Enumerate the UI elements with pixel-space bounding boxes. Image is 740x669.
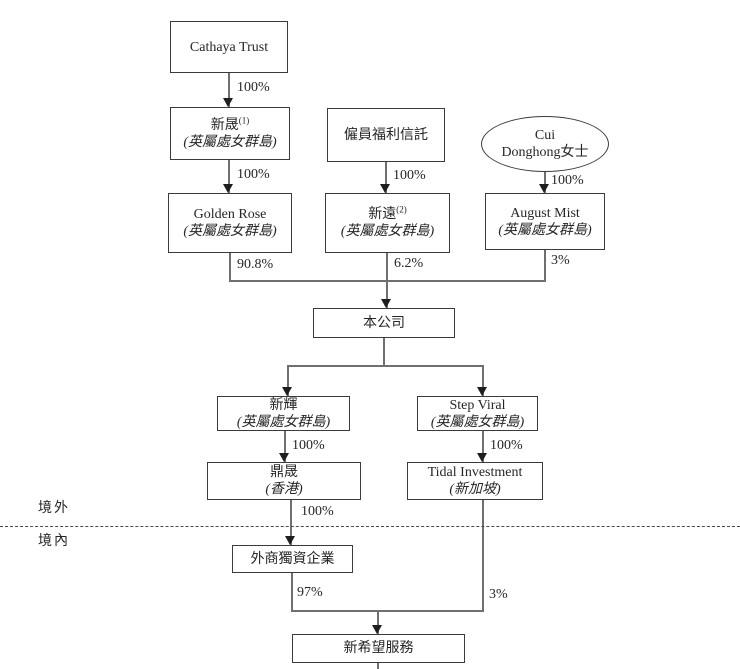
merge-line-bottom — [291, 610, 484, 612]
node-jurisdiction: (英屬處女群島) — [236, 414, 331, 430]
node-jurisdiction: (香港) — [265, 482, 303, 497]
node-label: Tidal Investment — [427, 465, 523, 480]
merge-line-top — [229, 280, 546, 282]
node-xinhui: 新輝 (英屬處女群島) — [217, 396, 350, 431]
connector-company-branch — [383, 338, 385, 366]
node-label: Cathaya Trust — [189, 39, 269, 55]
node-label: 新希望服務 — [343, 641, 414, 656]
ownership-label: 100% — [237, 80, 270, 95]
node-label: Golden Rose — [193, 207, 267, 222]
node-label: 新晟(1) — [210, 114, 250, 133]
arrowhead-into-stepviral — [477, 387, 487, 396]
connector-tidal-merge — [482, 500, 484, 610]
arrowhead-into-tidal — [477, 453, 487, 462]
node-label: Cui — [534, 128, 556, 143]
node-jurisdiction: (英屬處女群島) — [340, 224, 435, 239]
node-label: 新遠(2) — [368, 204, 407, 222]
region-label-onshore: 境內 — [38, 534, 70, 549]
node-label: Step Viral — [449, 397, 506, 413]
connector-dingsheng-wfoe — [290, 500, 292, 545]
node-label: 本公司 — [363, 315, 405, 331]
arrowhead-into-augustmist — [539, 184, 549, 193]
connector-branch-stepviral — [482, 365, 484, 396]
ownership-label: 100% — [490, 438, 523, 453]
ownership-label: 3% — [551, 253, 570, 268]
offshore-onshore-divider — [0, 526, 740, 527]
node-jurisdiction: (英屬處女群島) — [183, 224, 277, 239]
node-label: August Mist — [510, 205, 580, 221]
arrowhead-into-dingsheng — [279, 453, 289, 462]
node-wfoe: 外商獨資企業 — [232, 545, 353, 573]
node-dingsheng: 鼎晟 (香港) — [207, 462, 361, 500]
connector-branch-xinhui — [287, 365, 289, 396]
branch-line-company — [287, 365, 484, 367]
ownership-label: 100% — [237, 167, 270, 182]
ownership-label: 97% — [297, 585, 323, 600]
connector-wfoe-merge — [291, 573, 293, 611]
connector-cathaya-xinsheng — [228, 73, 230, 107]
node-jurisdiction: (英屬處女群島) — [430, 414, 525, 430]
node-xinsheng: 新晟(1) (英屬處女群島) — [170, 107, 290, 160]
node-label: Donghong女士 — [501, 145, 589, 160]
node-jurisdiction: (英屬處女群島) — [183, 134, 277, 150]
connector-augustmist-merge — [544, 250, 546, 281]
connector-stepviral-tidal — [482, 431, 484, 462]
arrowhead-into-company — [381, 299, 391, 308]
node-jurisdiction: (新加坡) — [449, 482, 501, 497]
node-new-hope-service: 新希望服務 — [292, 634, 465, 663]
node-label: 新輝 — [269, 397, 298, 413]
node-xinyuan: 新遠(2) (英屬處女群島) — [325, 193, 450, 253]
node-cathaya-trust: Cathaya Trust — [170, 21, 288, 73]
node-golden-rose: Golden Rose (英屬處女群島) — [168, 193, 292, 253]
footnote-marker: (1) — [238, 114, 250, 125]
arrowhead-into-xinhui — [282, 387, 292, 396]
ownership-label: 3% — [489, 587, 508, 602]
node-jurisdiction: (英屬處女群島) — [498, 222, 592, 238]
footnote-marker: (2) — [396, 204, 407, 215]
ownership-label: 6.2% — [394, 256, 424, 271]
node-august-mist: August Mist (英屬處女群島) — [485, 193, 605, 250]
node-label: 外商獨資企業 — [250, 551, 335, 567]
ownership-label: 100% — [393, 168, 426, 183]
arrowhead-into-xinyuan — [380, 184, 390, 193]
arrowhead-into-newhope — [372, 625, 382, 634]
node-label: 鼎晟 — [270, 465, 298, 480]
connector-cui-augustmist — [544, 170, 546, 193]
connector-merge-newhope — [377, 610, 379, 634]
node-employee-benefit-trust: 僱員福利信託 — [327, 108, 445, 162]
region-label-offshore: 境外 — [38, 501, 70, 516]
ownership-label: 90.8% — [237, 257, 274, 272]
ownership-label: 100% — [301, 504, 334, 519]
node-label: 僱員福利信託 — [344, 127, 428, 143]
connector-employeetrust-xinyuan — [385, 162, 387, 193]
connector-newhope-tail — [377, 663, 379, 669]
node-the-company: 本公司 — [313, 308, 455, 338]
connector-xinhui-dingsheng — [284, 431, 286, 462]
node-step-viral: Step Viral (英屬處女群島) — [417, 396, 538, 431]
connector-goldenrose-merge — [229, 253, 231, 281]
connector-xinsheng-goldenrose — [228, 160, 230, 193]
arrowhead-into-xinsheng — [223, 98, 233, 107]
arrowhead-into-wfoe — [285, 536, 295, 545]
node-tidal-investment: Tidal Investment (新加坡) — [407, 462, 543, 500]
arrowhead-into-goldenrose — [223, 184, 233, 193]
ownership-label: 100% — [551, 173, 584, 188]
ownership-label: 100% — [292, 438, 325, 453]
node-cui-donghong: Cui Donghong女士 — [481, 116, 609, 172]
